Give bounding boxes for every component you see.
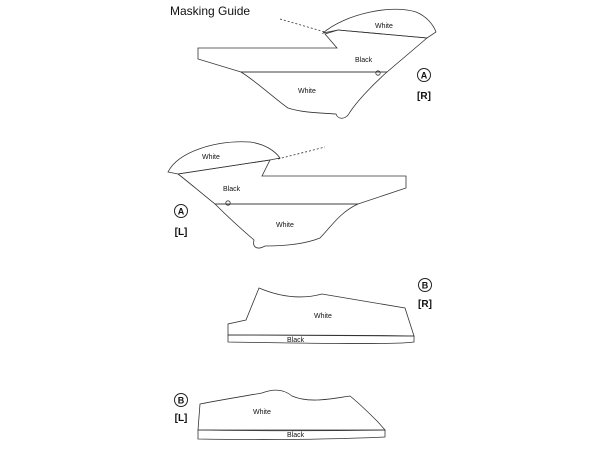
page-title: Masking Guide — [170, 4, 250, 18]
part-a-right-marker: A — [417, 68, 431, 82]
part-b-right-white-panel — [227, 287, 415, 337]
part-b-left-marker: B — [174, 393, 188, 407]
part-a-right-hook-dot — [375, 70, 381, 76]
part-b-right-black-strip — [227, 334, 415, 344]
part-b-right-side-label: [R] — [418, 299, 432, 310]
part-b-left-side-label: [L] — [175, 413, 188, 424]
part-b-left-white-panel — [197, 389, 386, 432]
part-a-left — [167, 141, 407, 249]
part-a-left-area-3-label: White — [276, 222, 294, 229]
part-a-left-area-1-label: White — [202, 154, 220, 161]
part-a-left-top-white-panel — [167, 141, 281, 175]
part-a-right-black-band — [197, 29, 428, 73]
part-a-left-marker: A — [174, 204, 188, 218]
part-b-left-area-1-label: White — [253, 409, 271, 416]
part-b-right — [227, 287, 415, 344]
part-a-right-marker-letter: A — [421, 71, 428, 81]
part-a-right-area-1-label: White — [375, 23, 393, 30]
part-a-right-bottom-white-panel — [239, 71, 389, 119]
part-a-left-area-2-label: Black — [223, 186, 241, 193]
part-a-left-side-label: [L] — [175, 227, 188, 238]
part-b-right-area-2-label: Black — [287, 337, 305, 344]
part-a-right-side-label: [R] — [417, 91, 431, 102]
part-a-left-marker-letter: A — [178, 207, 185, 217]
part-b-left-marker-letter: B — [178, 396, 185, 406]
part-a-left-hook-dot — [225, 200, 231, 206]
part-a-right — [197, 8, 437, 119]
part-b-right-area-1-label: White — [314, 313, 332, 320]
part-a-left-leader-line — [277, 146, 326, 160]
part-a-left-black-band — [176, 159, 407, 205]
part-b-right-marker-letter: B — [422, 281, 429, 291]
part-a-right-area-3-label: White — [298, 88, 316, 95]
part-a-right-top-white-panel — [321, 8, 437, 39]
part-a-right-area-2-label: Black — [355, 57, 373, 64]
part-b-left — [197, 389, 386, 440]
part-b-left-area-2-label: Black — [287, 432, 305, 439]
part-b-right-marker: B — [418, 278, 432, 292]
part-b-left-black-strip — [197, 429, 386, 440]
part-a-left-bottom-white-panel — [214, 203, 359, 249]
part-a-right-leader-line — [279, 18, 326, 33]
